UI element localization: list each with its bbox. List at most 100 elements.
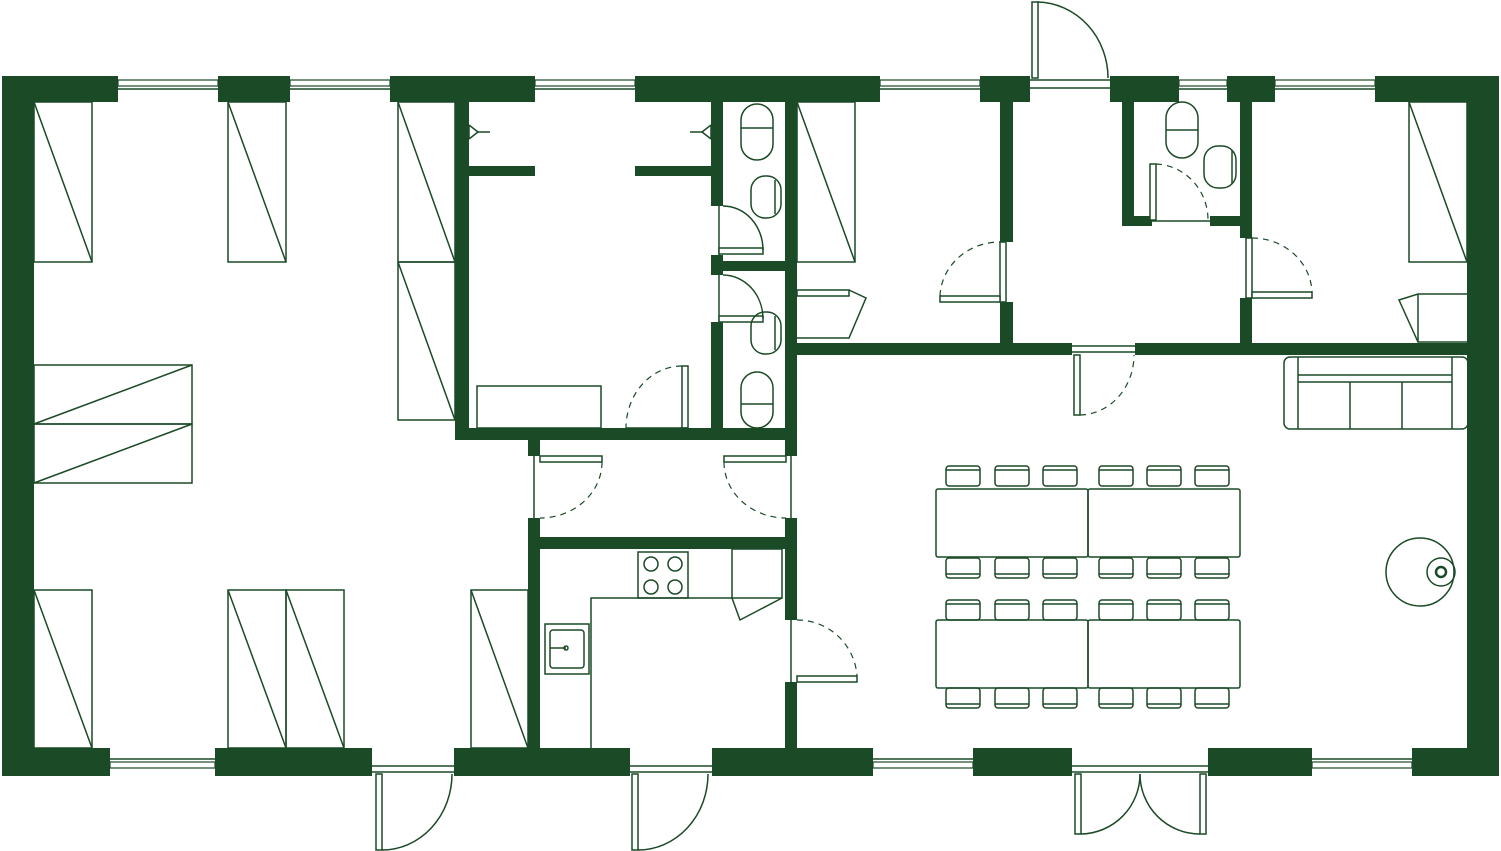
- window: [289, 76, 391, 102]
- south-door-left[interactable]: [372, 748, 454, 851]
- chair: [994, 599, 1030, 621]
- chair: [1194, 687, 1230, 709]
- kitchen-counter: [590, 597, 732, 748]
- door-bedroom-2[interactable]: [1245, 237, 1313, 299]
- door-wc-box[interactable]: [1149, 163, 1210, 222]
- bed: [796, 101, 856, 263]
- door-bath[interactable]: [625, 365, 689, 429]
- wall-bath-partition: [469, 166, 535, 176]
- wall-bedrooms-south-2: [1135, 343, 1467, 355]
- stove-icon: [637, 551, 689, 599]
- chair: [945, 687, 981, 709]
- chair: [1194, 599, 1230, 621]
- wall-bedroom-divider-2a: [1240, 102, 1252, 238]
- toilet-icon: [1165, 101, 1199, 159]
- door-wc-2[interactable]: [718, 274, 764, 323]
- chair: [1042, 599, 1078, 621]
- south-door-middle[interactable]: [630, 748, 712, 851]
- wall-north: [2, 76, 1499, 102]
- chair: [1146, 599, 1182, 621]
- chair: [1042, 687, 1078, 709]
- table: [1087, 619, 1241, 689]
- dormitory-beds: [33, 101, 529, 749]
- chair: [1146, 557, 1182, 579]
- shower-right-icon: [690, 124, 712, 140]
- sink-icon: [544, 623, 590, 675]
- window: [117, 76, 219, 102]
- north-entrance-door[interactable]: [1030, 1, 1110, 102]
- bedroom-beds: [796, 101, 1468, 343]
- wall-west: [2, 76, 34, 776]
- door-wc-1[interactable]: [718, 205, 764, 255]
- chair: [1042, 465, 1078, 487]
- wall-wc-west-3: [711, 322, 723, 430]
- shower-left-icon: [468, 124, 490, 140]
- wall-wc-divider: [723, 261, 785, 271]
- chair: [1042, 557, 1078, 579]
- door-hall-west[interactable]: [533, 455, 603, 519]
- chair: [994, 557, 1030, 579]
- chair: [1098, 687, 1134, 709]
- windows-south: [109, 748, 1413, 776]
- wall-bedroom-divider-1b: [1000, 302, 1013, 350]
- wall-central-spine-1: [785, 102, 797, 456]
- wall-kitchen-north: [528, 537, 786, 549]
- south-double-door[interactable]: [1072, 748, 1208, 835]
- bed: [227, 589, 287, 749]
- wall-bath-partition-2: [635, 166, 711, 176]
- door-bedroom-left[interactable]: [796, 289, 867, 339]
- bed: [33, 364, 193, 425]
- table: [935, 619, 1089, 689]
- bathroom-fixtures: [468, 101, 1237, 429]
- table: [935, 488, 1089, 558]
- wall-wc-box-west: [1122, 102, 1134, 226]
- wall-bath-south: [455, 428, 796, 440]
- windows-north: [117, 76, 1376, 102]
- chair: [1098, 465, 1134, 487]
- door-kitchen[interactable]: [790, 619, 858, 683]
- door-bedroom-3[interactable]: [1072, 343, 1135, 416]
- wall-south: [2, 748, 1499, 776]
- toilet-icon: [750, 311, 782, 355]
- window: [1274, 76, 1376, 102]
- window: [879, 76, 981, 102]
- bed: [397, 261, 456, 421]
- chair: [945, 465, 981, 487]
- wall-central-spine-3: [785, 682, 797, 750]
- wall-dorm-east: [455, 102, 469, 438]
- wall-bedroom-divider-2b: [1240, 298, 1252, 350]
- window: [109, 748, 216, 776]
- toilet-icon: [750, 175, 782, 219]
- bed: [470, 589, 529, 749]
- wall-central-spine-2: [785, 518, 797, 620]
- chair: [1098, 599, 1134, 621]
- bed: [33, 101, 93, 263]
- window: [1311, 748, 1413, 776]
- dining-tables: [935, 488, 1241, 689]
- toilet-icon: [740, 371, 774, 429]
- bench: [476, 385, 602, 429]
- wall-hall-west-1: [528, 438, 540, 456]
- chair: [1098, 557, 1134, 579]
- wall-wc-west-2: [711, 255, 723, 275]
- bed: [285, 589, 345, 749]
- chair: [994, 465, 1030, 487]
- dining-chairs: [945, 465, 1230, 709]
- interior-doors[interactable]: [533, 163, 1313, 683]
- fridge: [731, 548, 783, 622]
- toilet-icon: [1203, 145, 1237, 189]
- wall-wc-west-1: [711, 102, 723, 206]
- chair: [945, 599, 981, 621]
- exterior-doors[interactable]: [372, 1, 1208, 851]
- door-bedroom-1[interactable]: [939, 241, 1007, 303]
- toilet-icon: [740, 103, 774, 161]
- bed: [227, 101, 287, 263]
- wall-bedrooms-south-1: [785, 343, 1072, 355]
- common-room: [935, 356, 1469, 709]
- chair: [1146, 687, 1182, 709]
- chair: [945, 557, 981, 579]
- chair: [1194, 465, 1230, 487]
- window: [1178, 76, 1228, 102]
- bed: [33, 423, 193, 484]
- door-hall-east[interactable]: [723, 455, 792, 519]
